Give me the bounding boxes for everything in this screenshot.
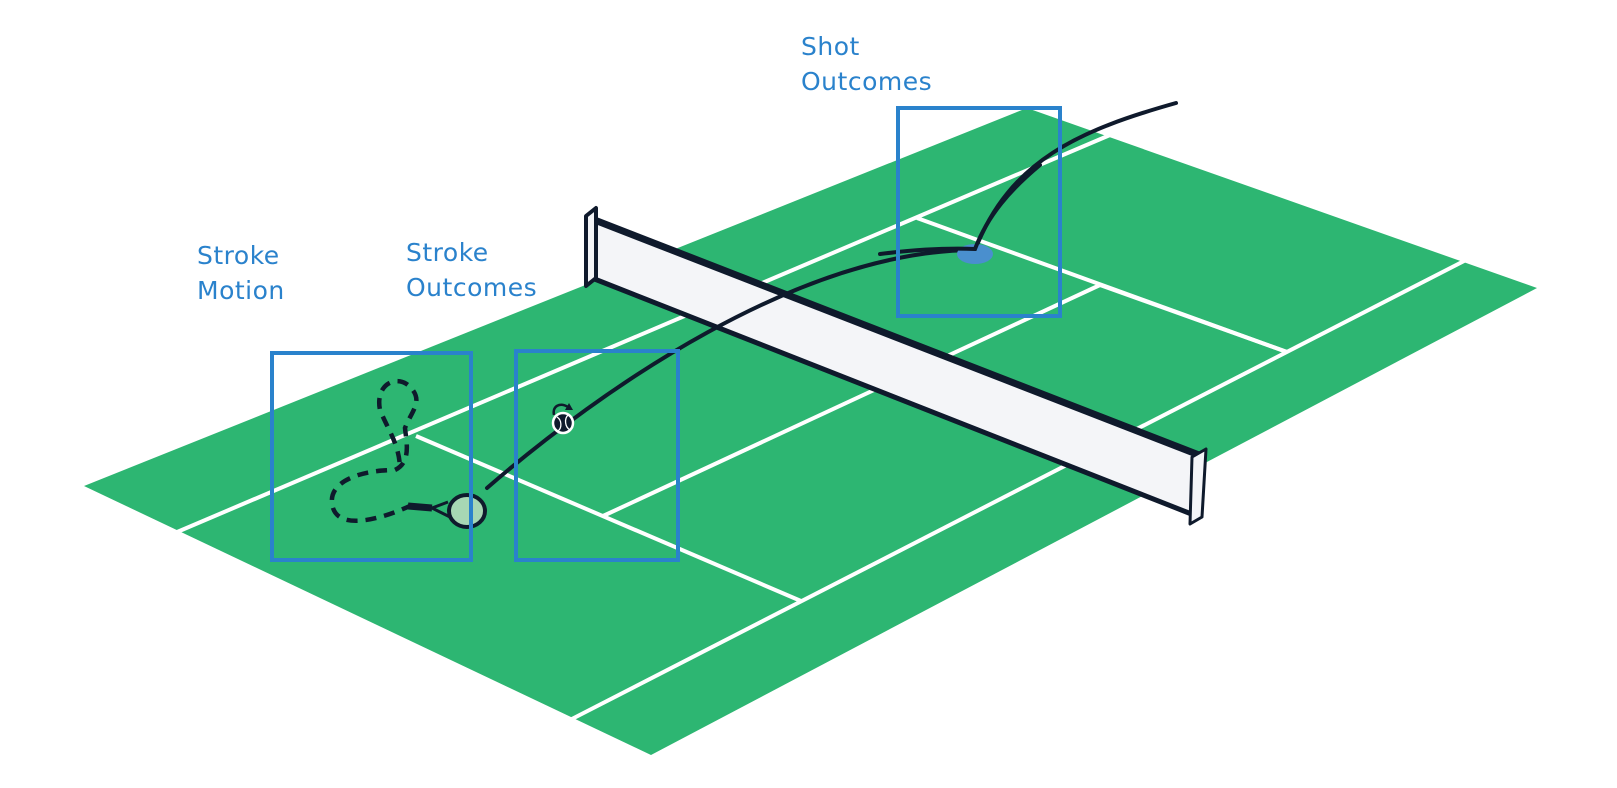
ball-trajectory xyxy=(485,101,1178,490)
highlight-boxes xyxy=(270,106,1062,562)
ball-trajectory-bounce xyxy=(878,163,1042,256)
label-line: Motion xyxy=(197,276,285,305)
spin-arrow-icon xyxy=(552,403,569,416)
label-line: Outcomes xyxy=(406,273,538,302)
label-line: Stroke xyxy=(197,241,280,270)
far-sideline-singles xyxy=(567,258,1467,723)
net-post-left xyxy=(584,206,598,288)
label-shot-outcomes: Shot Outcomes xyxy=(801,29,932,99)
stroke-outcomes-box xyxy=(514,349,680,562)
net-bottom-edge xyxy=(591,275,1195,518)
shot-outcomes-box xyxy=(896,106,1062,318)
court-surface xyxy=(84,108,1537,755)
tennis-ball-icon xyxy=(551,411,575,435)
stroke-motion-box xyxy=(270,351,473,562)
label-line: Outcomes xyxy=(801,67,933,96)
near-service-line xyxy=(415,434,802,603)
court-lines xyxy=(162,133,1467,723)
center-service-line-far xyxy=(1099,283,1288,354)
center-service-line-near xyxy=(602,283,1101,518)
label-line: Shot xyxy=(801,32,860,61)
tennis-net xyxy=(584,206,1208,526)
net-top-cord xyxy=(590,215,1201,459)
near-sideline-singles xyxy=(162,133,1111,540)
label-line: Stroke xyxy=(406,238,489,267)
label-stroke-motion: Stroke Motion xyxy=(197,238,285,308)
spin-arrowhead xyxy=(565,403,573,410)
label-stroke-outcomes: Stroke Outcomes xyxy=(406,235,537,305)
stroke-motion-path xyxy=(329,378,419,524)
net-post-right xyxy=(1188,447,1208,526)
tennis-racket-icon xyxy=(407,493,487,529)
